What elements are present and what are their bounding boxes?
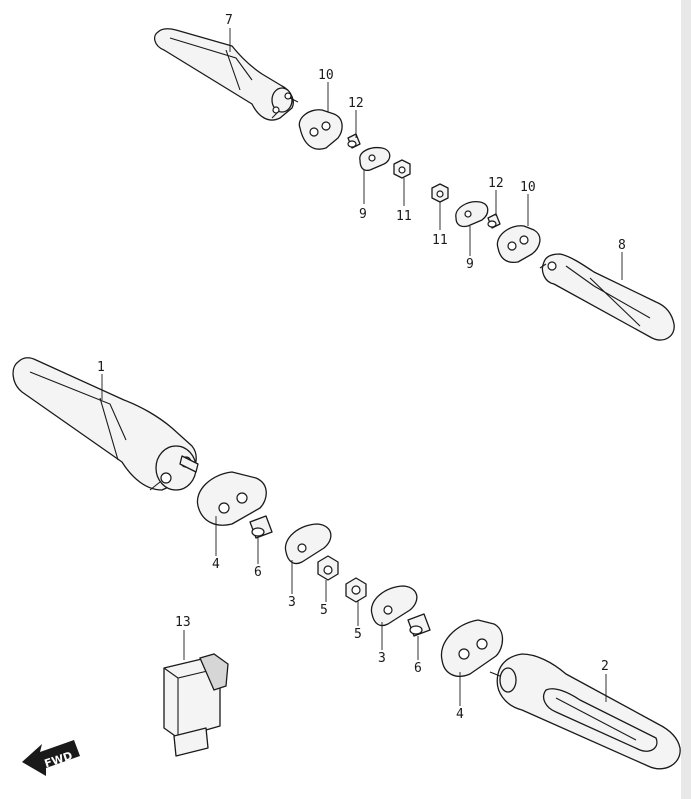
- leader-lines: [101, 28, 623, 706]
- label-1: 1: [97, 360, 105, 375]
- part-10-grommet-upper[interactable]: [298, 109, 343, 150]
- part-13-relay[interactable]: [163, 653, 229, 757]
- part-7-turn-signal[interactable]: [153, 28, 299, 121]
- right-border: [681, 0, 691, 799]
- label-13: 13: [175, 615, 191, 630]
- label-3-left: 3: [288, 595, 296, 610]
- part-10-grommet-middle[interactable]: [496, 225, 541, 264]
- part-5-nut-left[interactable]: [317, 555, 339, 581]
- part-3-washer-right[interactable]: [370, 585, 418, 627]
- label-7: 7: [225, 13, 233, 28]
- part-5-nut-right[interactable]: [345, 577, 367, 603]
- label-12-middle: 12: [488, 176, 504, 191]
- label-11-middle: 11: [432, 233, 448, 248]
- label-2: 2: [601, 659, 609, 674]
- part-11-nut-upper[interactable]: [393, 159, 411, 179]
- part-9-washer-upper[interactable]: [359, 146, 391, 172]
- label-12-upper: 12: [348, 96, 364, 111]
- part-4-grommet-left[interactable]: [196, 471, 267, 526]
- fwd-arrow-icon: FWD: [22, 740, 80, 776]
- label-11-upper: 11: [396, 209, 412, 224]
- part-6-collar-left[interactable]: [249, 515, 273, 539]
- part-9-washer-middle[interactable]: [455, 201, 489, 228]
- part-1-turn-signal[interactable]: [12, 357, 199, 491]
- part-2-turn-signal[interactable]: [489, 653, 681, 770]
- part-4-grommet-right[interactable]: [440, 619, 504, 677]
- label-6-left: 6: [254, 565, 262, 580]
- label-8: 8: [618, 238, 626, 253]
- label-4-left: 4: [212, 557, 220, 572]
- part-3-washer-left[interactable]: [284, 523, 332, 565]
- part-6-collar-right[interactable]: [407, 613, 431, 637]
- label-9-upper: 9: [359, 207, 367, 222]
- part-11-nut-middle[interactable]: [431, 183, 449, 203]
- part-labels: 7 10 12 9 11 11 9 12 10 8 1 4 6 3 5 5 3 …: [97, 13, 626, 722]
- part-12-collar-upper[interactable]: [347, 133, 361, 149]
- part-8-turn-signal[interactable]: [539, 253, 675, 341]
- label-9-middle: 9: [466, 257, 474, 272]
- label-10-upper: 10: [318, 68, 334, 83]
- label-5-left: 5: [320, 603, 328, 618]
- label-5-right: 5: [354, 627, 362, 642]
- label-6-right: 6: [414, 661, 422, 676]
- label-3-right: 3: [378, 651, 386, 666]
- part-12-collar-middle[interactable]: [487, 213, 501, 229]
- label-10-middle: 10: [520, 180, 536, 195]
- label-4-right: 4: [456, 707, 464, 722]
